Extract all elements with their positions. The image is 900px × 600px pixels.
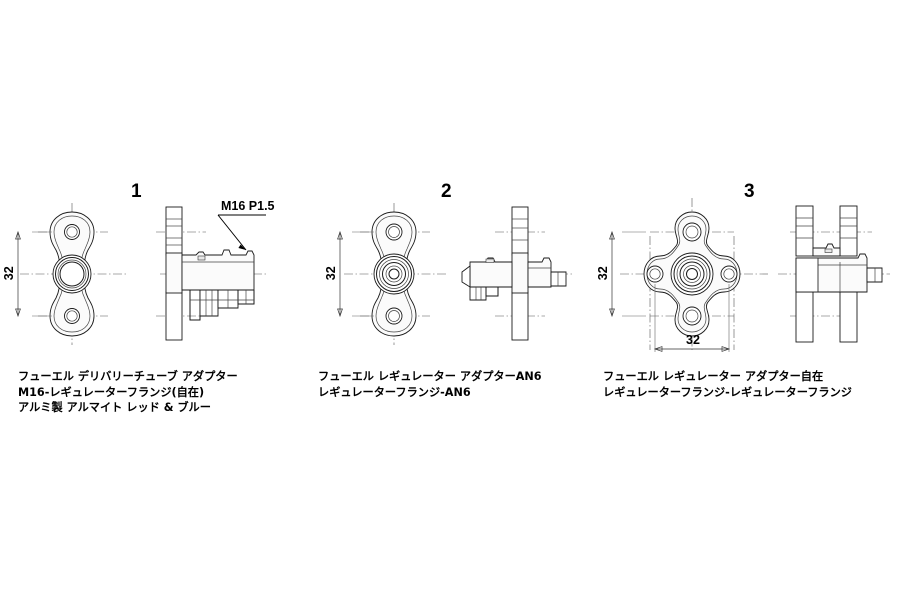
- dimension-vertical-item-1: 32: [1, 266, 16, 281]
- caption-item-1-line-3: アルミ製 アルマイト レッド & ブルー: [18, 401, 211, 414]
- flange-plate: [511, 252, 529, 294]
- item-1-front-view: [15, 203, 126, 345]
- lug-top: [511, 206, 529, 256]
- bolt-hole-right-inner: [723, 268, 735, 280]
- dim-arrow-top: [337, 230, 343, 240]
- item-number-1: 1: [131, 181, 142, 202]
- item-2-front-view: [337, 203, 448, 345]
- barb-left: [461, 265, 471, 288]
- dim-arrow-bottom: [609, 308, 615, 318]
- caption-item-1-line-2: M16-レギュレーターフランジ(自在): [18, 385, 205, 399]
- spigot-right: [527, 257, 552, 288]
- tab-notch: [824, 248, 833, 253]
- bore-ring-3: [57, 259, 87, 289]
- bore-ring-inner: [59, 261, 85, 287]
- bore-ring-outer: [52, 254, 92, 294]
- spigot-barrel: [550, 271, 567, 287]
- bore-ring-outer: [373, 253, 415, 295]
- bore-ring-4: [382, 262, 406, 286]
- bore-ring-2: [673, 255, 711, 293]
- bore-ring-inner: [686, 268, 698, 280]
- bolt-hole-top-inner: [66, 226, 78, 238]
- barb-mid: [469, 286, 487, 301]
- thread-callout-m16: M16 P1.5: [221, 199, 275, 213]
- dim-arrow-left: [653, 346, 663, 352]
- spigot-barrel: [866, 267, 883, 283]
- item-3-side-view: [778, 205, 890, 343]
- bolt-hole-bottom-inner: [66, 310, 78, 322]
- dim-arrow-bottom: [337, 308, 343, 318]
- bore-ring-2: [55, 257, 89, 291]
- bolt-hole-right: [720, 265, 738, 283]
- bolt-hole-top: [682, 222, 702, 242]
- item-number-2: 2: [441, 181, 452, 202]
- bolt-hole-top-inner: [685, 225, 699, 239]
- caption-item-3-line-2: レギュレーターフランジ-レギュレーターフランジ: [603, 385, 852, 399]
- tab-notch: [197, 255, 206, 261]
- barrel-mid: [199, 289, 219, 317]
- dim-arrow-bottom: [15, 308, 21, 318]
- bore-ring-3: [676, 258, 708, 290]
- bolt-hole-bottom-inner: [388, 310, 400, 322]
- bolt-hole-bottom: [682, 306, 702, 326]
- flange-inner-relief: [375, 215, 413, 333]
- caption-item-2-line-1: フューエル レギュレーター アダプターAN6: [318, 370, 542, 383]
- item-1-side-view: [156, 206, 268, 341]
- caption-item-1: フューエル デリバリーチューブ アダプター M16-レギュレーターフランジ(自在…: [18, 369, 238, 416]
- caption-item-3: フューエル レギュレーター アダプター自在 レギュレーターフランジ-レギュレータ…: [603, 369, 852, 400]
- lug-bottom-right: [839, 291, 858, 343]
- flange-inner-relief: [646, 215, 738, 333]
- barb-collar: [485, 287, 499, 297]
- item-2-side-view: [461, 206, 572, 341]
- bolt-hole-left: [646, 265, 664, 283]
- bolt-hole-top-inner: [388, 226, 400, 238]
- caption-item-3-line-1: フューエル レギュレーター アダプター自在: [603, 370, 824, 383]
- lug-top: [165, 206, 183, 256]
- body-left-chamber: [795, 257, 819, 293]
- dim-arrow-top: [609, 230, 615, 240]
- dim-arrow-right: [721, 346, 731, 352]
- lug-bottom: [165, 291, 183, 341]
- callout-arrowhead: [238, 244, 246, 250]
- caption-item-2: フューエル レギュレーター アダプターAN6 レギュレーターフランジ-AN6: [318, 369, 542, 400]
- caption-item-1-line-1: フューエル デリバリーチューブ アダプター: [18, 370, 238, 383]
- bore-ring-4: [679, 261, 705, 287]
- item-number-3: 3: [744, 181, 755, 202]
- bolt-hole-bottom-inner: [685, 309, 699, 323]
- lug-bottom-left: [795, 291, 814, 343]
- dimension-vertical-item-3: 32: [595, 266, 610, 281]
- bore-ring-5: [385, 265, 403, 283]
- tab-notch: [485, 258, 495, 263]
- hub-barrel: [189, 290, 201, 321]
- flange-plate: [165, 252, 183, 294]
- bore-ring-5: [683, 265, 701, 283]
- lug-top-right: [839, 205, 858, 257]
- callout-leader-diagonal: [217, 214, 247, 251]
- lug-top-left: [795, 205, 814, 257]
- bore-ring-inner: [388, 268, 400, 280]
- dimension-horizontal-item-3: 32: [686, 333, 700, 347]
- bore-ring-2: [376, 256, 412, 292]
- bore-ring-3: [379, 259, 409, 289]
- flange-inner-relief: [53, 215, 91, 333]
- bolt-hole-left-inner: [649, 268, 661, 280]
- caption-item-2-line-2: レギュレーターフランジ-AN6: [318, 385, 471, 399]
- item-3-front-view: [609, 198, 768, 352]
- dimension-vertical-item-2: 32: [323, 266, 338, 281]
- dim-arrow-top: [15, 230, 21, 240]
- body-block: [181, 249, 255, 291]
- lug-bottom: [511, 291, 529, 341]
